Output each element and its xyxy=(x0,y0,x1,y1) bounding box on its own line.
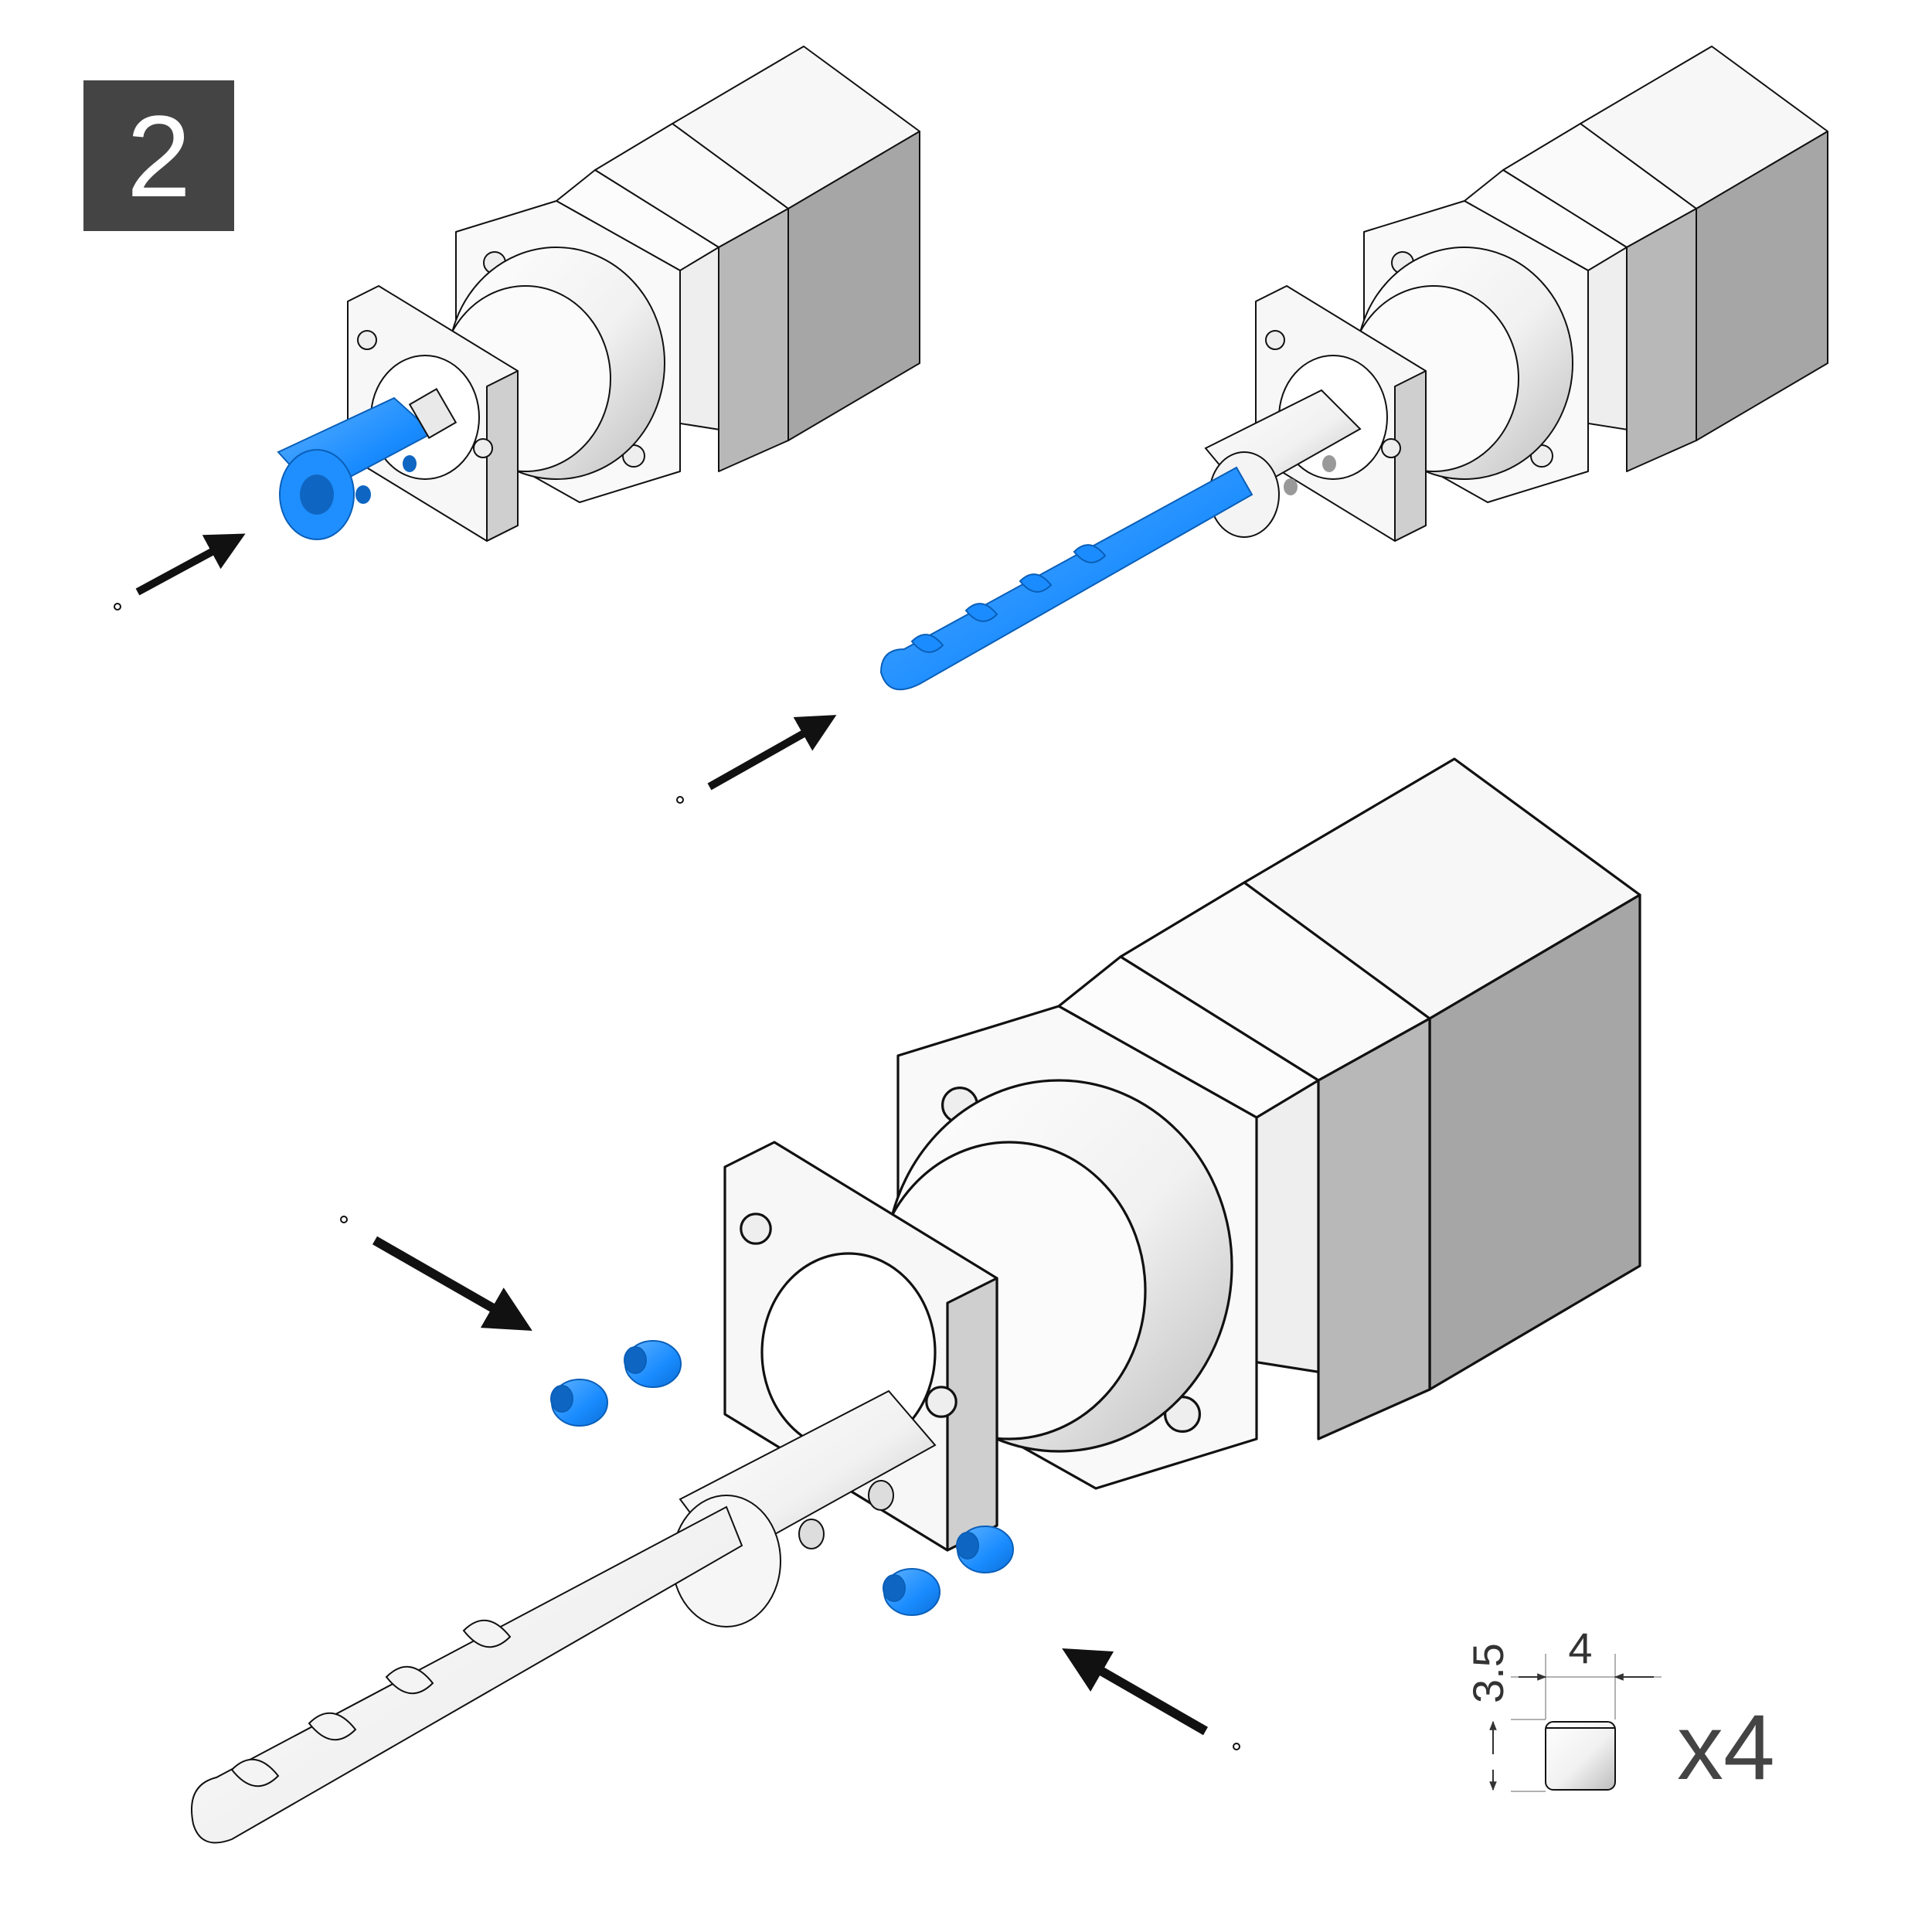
set-screw-icon xyxy=(624,1340,682,1388)
motor-icon xyxy=(1255,46,1828,542)
quantity-label: x4 xyxy=(1677,1696,1775,1799)
step-number-badge: 2 xyxy=(83,80,234,231)
arrow-icon xyxy=(372,1236,532,1331)
reference-dot xyxy=(340,1216,348,1223)
set-screw-icon xyxy=(883,1568,940,1616)
set-screw-group xyxy=(550,1340,1014,1616)
width-dimension-label: 4 xyxy=(1568,1624,1592,1672)
auger-bottom xyxy=(191,1505,743,1844)
part-callout: 4 3.5 x4 xyxy=(1464,1624,1775,1799)
reference-dot xyxy=(676,796,684,804)
motor-assembly-top-right xyxy=(1255,46,1828,542)
reference-dot xyxy=(114,603,121,611)
height-dimension-label: 3.5 xyxy=(1464,1643,1512,1703)
arrow-icon xyxy=(135,533,246,596)
reference-dot xyxy=(1233,1743,1240,1750)
set-screw-icon xyxy=(956,1526,1014,1573)
arrow-icon xyxy=(707,715,837,791)
auger-icon xyxy=(879,466,1253,691)
coupler-top-left xyxy=(277,387,457,540)
set-screw-icon xyxy=(1545,1721,1616,1791)
motor-icon xyxy=(347,46,920,542)
motor-assembly-top-left xyxy=(347,46,920,542)
set-screw-icon xyxy=(550,1379,608,1427)
arrow-icon xyxy=(1062,1648,1208,1736)
